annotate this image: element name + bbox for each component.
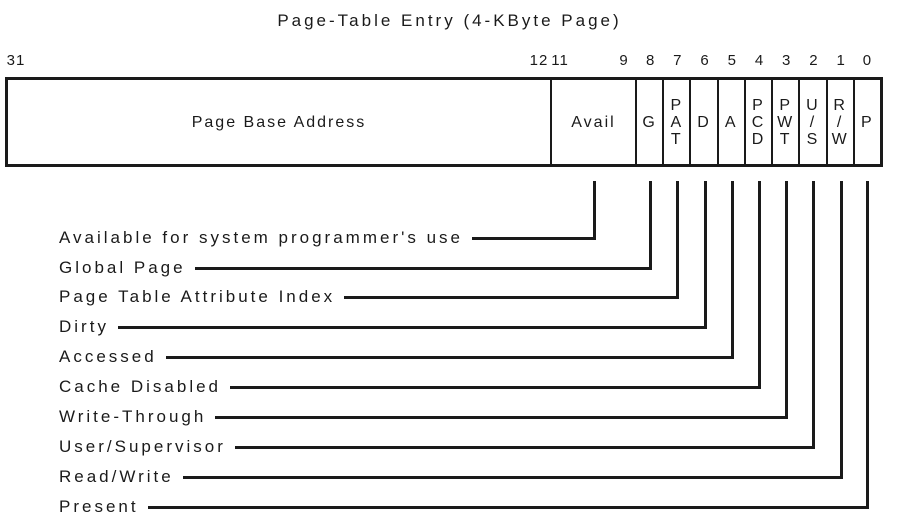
legend-label-pat: Page Table Attribute Index	[59, 287, 336, 306]
field-label-rw: R / W	[831, 96, 849, 148]
leader-horizontal-a	[165, 355, 734, 359]
legend-label-a: Accessed	[59, 347, 157, 366]
leader-vertical-pat	[676, 181, 680, 299]
bit-number-1: 1	[836, 52, 846, 69]
legend-row-us: User/Supervisor	[59, 436, 816, 458]
field-label-pwt: P W T	[777, 96, 795, 148]
field-label-a: A	[724, 113, 738, 131]
bit-number-8: 8	[645, 52, 656, 69]
legend-label-avail: Available for system programmer's use	[59, 228, 463, 247]
leader-vertical-g	[649, 181, 653, 270]
legend-label-pcd: Cache Disabled	[59, 377, 222, 396]
field-label-avail: Avail	[571, 113, 616, 131]
legend-row-p: Present	[59, 496, 869, 518]
legend-label-rw: Read/Write	[59, 467, 174, 486]
legend-row-a: Accessed	[59, 346, 734, 368]
legend-label-pwt: Write-Through	[59, 407, 207, 426]
leader-horizontal-pat	[344, 295, 680, 299]
field-cell-pcd: P C D	[746, 80, 774, 164]
legend-row-g: Global Page	[59, 257, 653, 279]
field-cell-rw: R / W	[828, 80, 855, 164]
field-label-pat: P A T	[670, 96, 684, 148]
bit-number-4: 4	[754, 52, 765, 69]
bit-number-3: 3	[782, 52, 792, 69]
field-cell-pba: Page Base Address	[8, 80, 552, 164]
field-cell-us: U / S	[800, 80, 828, 164]
leader-horizontal-pcd	[230, 385, 761, 389]
field-label-d: D	[697, 113, 711, 131]
bit-number-12: 12	[529, 52, 549, 69]
leader-vertical-rw	[839, 181, 843, 479]
leader-vertical-a	[730, 181, 734, 359]
bit-number-2: 2	[809, 52, 819, 69]
field-cell-avail: Avail	[552, 80, 637, 164]
field-cell-g: G	[637, 80, 665, 164]
leader-vertical-avail	[593, 181, 596, 240]
bit-number-11: 11	[551, 52, 569, 69]
field-cell-pat: P A T	[664, 80, 692, 164]
bit-number-6: 6	[700, 52, 710, 69]
legend-label-d: Dirty	[59, 317, 109, 336]
legend-label-p: Present	[59, 497, 139, 516]
leader-vertical-pwt	[785, 181, 789, 419]
leader-horizontal-rw	[182, 475, 843, 479]
bit-number-31: 31	[6, 52, 26, 69]
leader-vertical-us	[812, 181, 816, 449]
legend-row-rw: Read/Write	[59, 466, 843, 488]
bit-number-5: 5	[727, 52, 737, 69]
leader-horizontal-pwt	[215, 415, 789, 419]
legend-row-pwt: Write-Through	[59, 406, 789, 428]
field-cell-d: D	[691, 80, 719, 164]
field-cell-a: A	[719, 80, 746, 164]
field-label-pcd: P C D	[751, 96, 766, 148]
field-cell-pwt: P W T	[773, 80, 801, 164]
bit-number-9: 9	[619, 52, 629, 69]
legend-label-g: Global Page	[59, 258, 186, 277]
legend-row-pcd: Cache Disabled	[59, 376, 761, 398]
field-cell-p: P	[855, 80, 880, 164]
leader-horizontal-avail	[471, 236, 596, 240]
leader-vertical-d	[703, 181, 707, 329]
bit-number-0: 0	[862, 52, 873, 69]
leader-vertical-p	[865, 181, 869, 509]
field-label-pba: Page Base Address	[191, 113, 367, 131]
leader-vertical-pcd	[757, 181, 761, 389]
field-label-p: P	[861, 113, 874, 131]
leader-horizontal-p	[147, 505, 869, 509]
legend-row-avail: Available for system programmer's use	[59, 227, 596, 249]
figure-title: Page-Table Entry (4-KByte Page)	[277, 11, 622, 30]
legend-row-pat: Page Table Attribute Index	[59, 286, 680, 308]
leader-horizontal-d	[117, 325, 707, 329]
legend-label-us: User/Supervisor	[59, 437, 226, 456]
leader-horizontal-g	[194, 266, 653, 270]
field-label-us: U / S	[806, 96, 820, 148]
leader-horizontal-us	[234, 445, 816, 449]
bit-number-7: 7	[673, 52, 683, 69]
field-label-g: G	[642, 113, 657, 131]
legend-row-d: Dirty	[59, 316, 707, 338]
